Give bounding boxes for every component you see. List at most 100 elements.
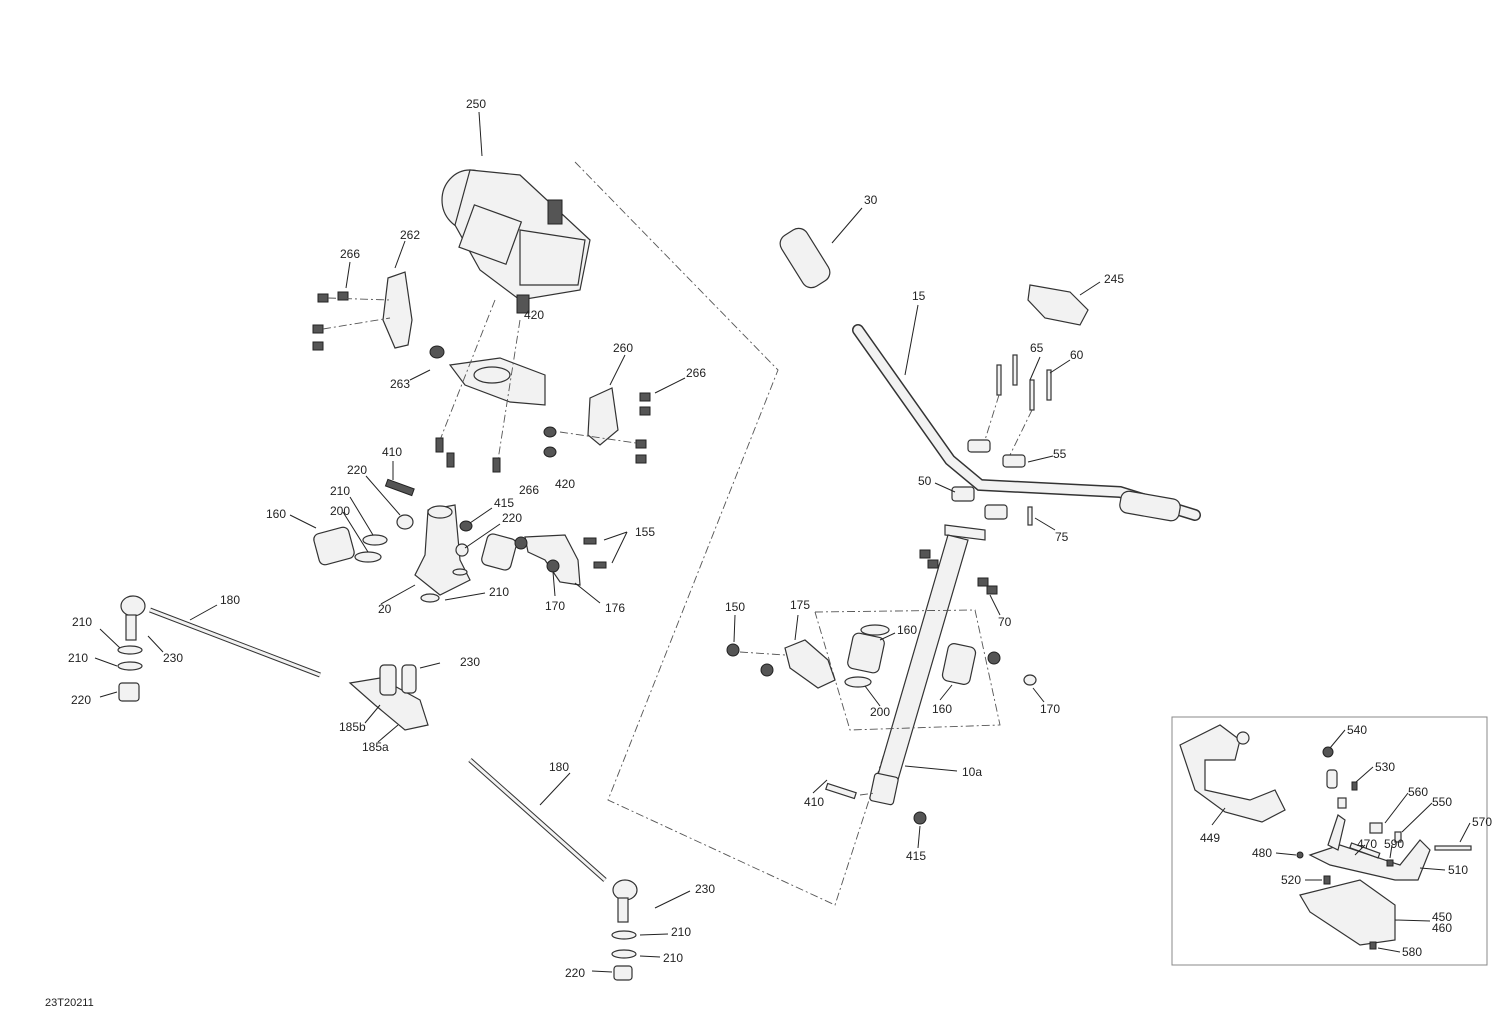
clamp-176 [514,531,628,586]
grip-30 [779,207,863,289]
callout-245: 245 [1104,272,1124,286]
callout-550: 550 [1432,795,1452,809]
callout-510: 510 [1448,863,1468,877]
leaders-left-cluster [342,461,601,605]
callout-530: 530 [1375,760,1395,774]
clamp-caps [934,439,1056,531]
callout-170: 170 [1040,702,1060,716]
callout-210: 210 [663,951,683,965]
steering-arm-185 [348,662,441,743]
callout-266: 266 [340,247,360,261]
callout-210: 210 [671,925,691,939]
bracket-262 [382,240,413,349]
callout-65: 65 [1030,341,1044,355]
callout-160: 160 [266,507,286,521]
callout-210: 210 [72,615,92,629]
callout-176: 176 [605,601,625,615]
callout-200: 200 [870,705,890,719]
callout-labels: 250 266 262 420 263 260 266 266 420 410 … [45,97,1492,1009]
callout-449: 449 [1200,831,1220,845]
bushing-160-left [289,514,355,566]
callout-415: 415 [906,849,926,863]
clamp-bolts [984,354,1071,456]
callout-180: 180 [220,593,240,607]
callout-480: 480 [1252,846,1272,860]
callout-70: 70 [998,615,1012,629]
bracket-260 [543,354,686,464]
callout-420: 420 [524,308,544,322]
callout-160: 160 [932,702,952,716]
callout-470: 470 [1357,837,1377,851]
bolts-266-left [312,261,391,351]
handguard-mount-510 [1296,746,1472,885]
callout-580: 580 [1402,945,1422,959]
callout-460: 460 [1432,921,1452,935]
callout-50: 50 [918,474,932,488]
mount-plate-263 [409,299,546,461]
handguard-449 [1179,724,1286,826]
callout-20: 20 [378,602,392,616]
callout-175: 175 [790,598,810,612]
callout-560: 560 [1408,785,1428,799]
callout-180: 180 [549,760,569,774]
callout-415: 415 [494,496,514,510]
callout-262: 262 [400,228,420,242]
callout-60: 60 [1070,348,1084,362]
tie-rod-180-right [468,758,691,981]
callout-210: 210 [330,484,350,498]
callout-230: 230 [163,651,183,665]
tie-rod-180-left [94,595,321,702]
bushing-group-outline [814,609,1001,731]
steering-column-20 [354,478,473,603]
callout-230: 230 [460,655,480,669]
callout-210: 210 [489,585,509,599]
bolt-410-415-right [812,779,927,849]
callout-410: 410 [382,445,402,459]
callout-450: 450 [1432,910,1452,924]
callout-540: 540 [1347,723,1367,737]
callout-520: 520 [1281,873,1301,887]
callout-250: 250 [466,97,486,111]
handlebar-15 [852,304,1201,522]
callout-220: 220 [565,966,585,980]
bushing-right [481,533,517,571]
handguard-kit-inset [1171,716,1488,966]
bolts-266-lower [435,437,501,473]
callout-150: 150 [725,600,745,614]
assembly-group-outline [574,161,896,906]
leaders-inset [1275,729,1471,953]
callout-170: 170 [545,599,565,613]
callout-420: 420 [555,477,575,491]
callout-220: 220 [71,693,91,707]
power-steering-unit [441,111,591,314]
steering-column-10a [869,524,1001,806]
callout-220: 220 [347,463,367,477]
bushing-160-right-a [844,624,896,707]
callout-266: 266 [686,366,706,380]
callout-590: 590 [1384,837,1404,851]
callout-570: 570 [1472,815,1492,829]
bracket-175 [726,614,836,689]
callout-410: 410 [804,795,824,809]
callout-160: 160 [897,623,917,637]
callout-210: 210 [68,651,88,665]
callout-260: 260 [613,341,633,355]
bushing-160-right-b [939,643,1045,703]
callout-220: 220 [502,511,522,525]
callout-10a: 10a [962,765,982,779]
drawing-code: 23T20211 [45,997,94,1009]
callout-185a: 185a [362,740,389,754]
callout-75: 75 [1055,530,1069,544]
callout-155: 155 [635,525,655,539]
switch-245 [1027,281,1101,326]
callout-15: 15 [912,289,926,303]
callout-230: 230 [695,882,715,896]
callout-30: 30 [864,193,878,207]
callout-55: 55 [1053,447,1067,461]
callout-263: 263 [390,377,410,391]
callout-185b: 185b [339,720,366,734]
callout-266: 266 [519,483,539,497]
callout-200: 200 [330,504,350,518]
deflector-450 [1299,879,1396,950]
